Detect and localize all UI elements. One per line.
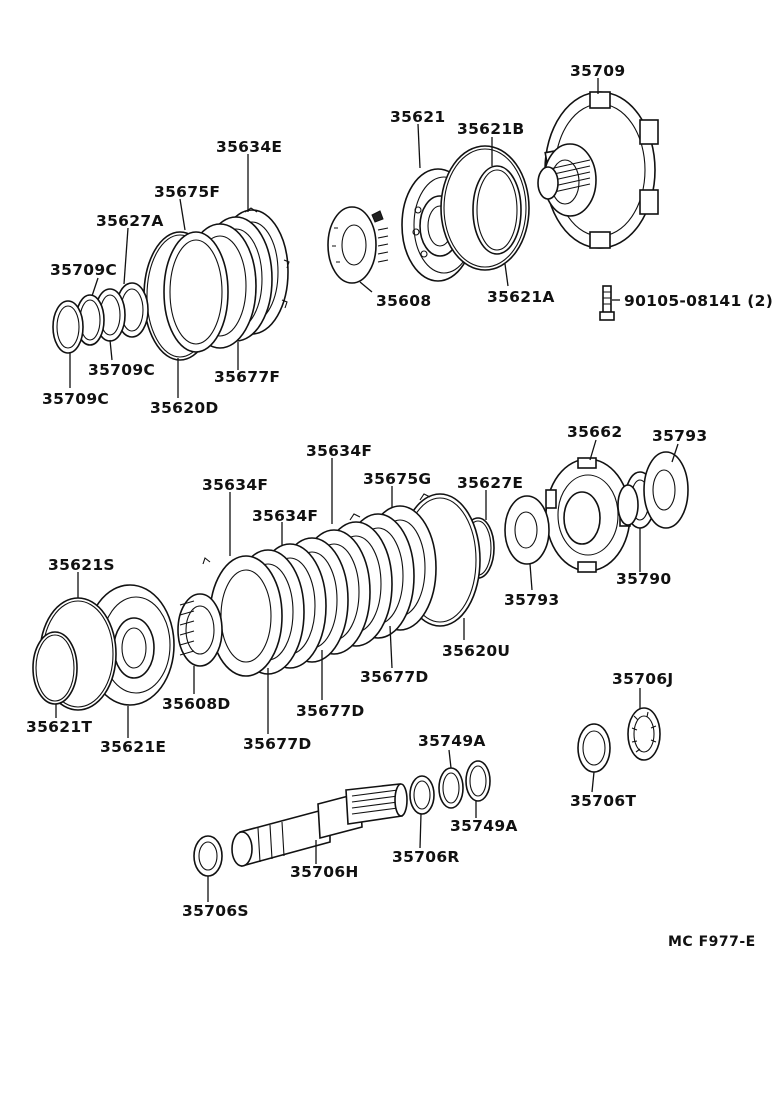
label-35709: 35709: [570, 62, 625, 80]
small-rings-35709C: [52, 282, 149, 354]
label-35620U: 35620U: [442, 642, 510, 660]
oring-35621T: [32, 631, 78, 705]
label-35634F-top: 35634F: [306, 442, 372, 460]
label-35709C-bot: 35709C: [42, 390, 109, 408]
label-35749A-bot: 35749A: [450, 817, 518, 835]
label-35627E: 35627E: [457, 474, 523, 492]
label-35662: 35662: [567, 423, 622, 441]
label-35790: 35790: [616, 570, 671, 588]
clutch-pack: [202, 493, 437, 677]
label-35706H: 35706H: [290, 863, 359, 881]
hub-35662: [545, 457, 631, 573]
label-35709C-mid: 35709C: [88, 361, 155, 379]
rings-35749A: [438, 760, 491, 809]
label-35675G: 35675G: [363, 470, 431, 488]
label-35793-top: 35793: [652, 427, 707, 445]
drum-35709: [537, 91, 659, 249]
label-35621T: 35621T: [26, 718, 92, 736]
label-35677D-left: 35677D: [243, 735, 312, 753]
label-35608D: 35608D: [162, 695, 231, 713]
label-35677D-mid: 35677D: [296, 702, 365, 720]
label-35677D-right: 35677D: [360, 668, 429, 686]
label-35706T: 35706T: [570, 792, 636, 810]
label-35709C-top: 35709C: [50, 261, 117, 279]
label-35634F-left: 35634F: [202, 476, 268, 494]
label-35621E: 35621E: [100, 738, 166, 756]
label-35634F-mid: 35634F: [252, 507, 318, 525]
diagram-reference-code: MC F977-E: [668, 934, 756, 950]
spring-retainer-35608: [327, 206, 389, 284]
bolt-90105: [599, 285, 615, 321]
label-35793-bot: 35793: [504, 591, 559, 609]
spring-set-35608D: [177, 593, 223, 667]
washer-35793-top: [643, 451, 689, 529]
label-35620D: 35620D: [150, 399, 219, 417]
bearing-35706J: [627, 707, 661, 761]
washer-35793-bot: [504, 495, 550, 565]
label-35706S: 35706S: [182, 902, 249, 920]
bottom-leaders: [207, 749, 595, 902]
race-35706T: [577, 723, 611, 773]
washer-35706S: [193, 835, 223, 877]
label-35677F: 35677F: [214, 368, 280, 386]
label-35706J: 35706J: [612, 670, 674, 688]
label-35621S: 35621S: [48, 556, 115, 574]
label-35627A: 35627A: [96, 212, 164, 230]
label-35621: 35621: [390, 108, 445, 126]
label-35634E: 35634E: [216, 138, 282, 156]
label-35621B: 35621B: [457, 120, 525, 138]
label-35749A-top: 35749A: [418, 732, 486, 750]
middle-leaders: [55, 439, 679, 738]
label-90105-08141: 90105-08141 (2): [624, 292, 773, 310]
label-35675F: 35675F: [154, 183, 220, 201]
shaft-35706H: [231, 783, 408, 868]
label-35608: 35608: [376, 292, 431, 310]
label-35706R: 35706R: [392, 848, 460, 866]
label-35621A: 35621A: [487, 288, 555, 306]
top-leaders: [69, 78, 620, 398]
